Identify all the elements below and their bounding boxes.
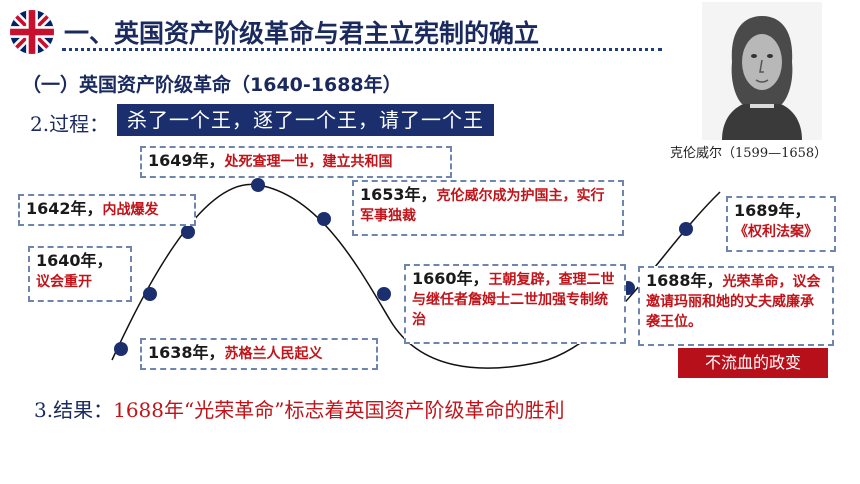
event-1660: 1660年，王朝复辟，查理二世与继任者詹姆士二世加强专制统治 xyxy=(404,264,626,344)
event-1689: 1689年，《权利法案》 xyxy=(726,196,836,252)
process-summary: 杀了一个王，逐了一个王，请了一个王 xyxy=(117,104,494,136)
event-1638: 1638年，苏格兰人民起义 xyxy=(140,338,378,370)
event-1653: 1653年，克伦威尔成为护国主，实行军事独裁 xyxy=(352,180,624,236)
result-line: 3.结果：1688年“光荣革命”标志着英国资产阶级革命的胜利 xyxy=(34,394,564,423)
event-1649: 1649年，处死查理一世，建立共和国 xyxy=(140,146,452,178)
result-text: 1688年“光荣革命”标志着英国资产阶级革命的胜利 xyxy=(113,398,565,422)
timeline-dot-1638 xyxy=(114,342,128,356)
portrait-caption: 克伦威尔（1599—1658） xyxy=(670,146,828,161)
event-1642: 1642年，内战爆发 xyxy=(18,194,196,226)
page-title: 一、英国资产阶级革命与君主立宪制的确立 xyxy=(64,19,540,48)
timeline-dot-1653 xyxy=(317,212,331,226)
timeline-dot-1640 xyxy=(143,287,157,301)
cromwell-portrait xyxy=(702,2,822,140)
process-label: 2.过程： xyxy=(30,112,110,136)
event-1688: 1688年，光荣革命，议会邀请玛丽和她的丈夫威廉承袭王位。 xyxy=(638,266,834,346)
timeline-dot-1660 xyxy=(377,287,391,301)
timeline-dot-1689 xyxy=(679,222,693,236)
section-subtitle: （一）英国资产阶级革命（1640-1688年） xyxy=(22,74,402,96)
title-divider xyxy=(62,48,662,51)
timeline-dot-1649 xyxy=(251,178,265,192)
bloodless-revolution-badge: 不流血的政变 xyxy=(678,348,828,378)
event-1640: 1640年，议会重开 xyxy=(28,246,132,302)
result-label: 3.结果： xyxy=(34,398,114,422)
timeline-dot-1642 xyxy=(181,225,195,239)
uk-flag-icon xyxy=(10,10,54,54)
